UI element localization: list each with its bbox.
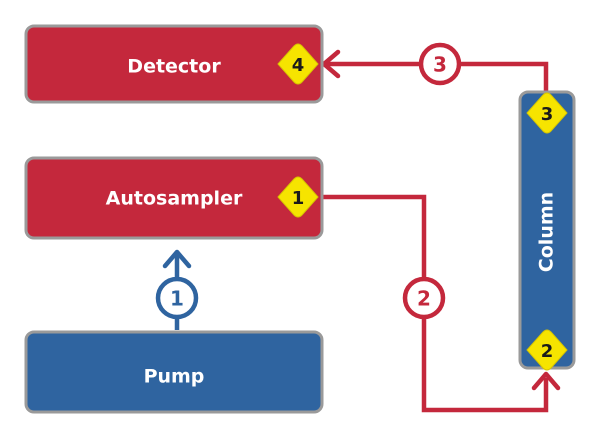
column-label: Column (536, 192, 558, 272)
column-inlet-port: 2 (526, 329, 568, 371)
detector-label: Detector (127, 56, 221, 78)
step-1-marker: 1 (155, 276, 199, 320)
step-2-number: 2 (417, 287, 431, 311)
column-inlet-port-number: 2 (541, 341, 554, 362)
step-2-marker: 2 (402, 276, 446, 320)
detector-box: Detector (24, 24, 324, 104)
step-3-marker: 3 (418, 42, 462, 86)
detector-inlet-port-number: 4 (292, 55, 305, 76)
pump-label: Pump (144, 366, 205, 388)
autosampler-box: Autosampler (24, 156, 324, 240)
autosampler-outlet-port-number: 1 (292, 188, 305, 209)
column-outlet-port: 3 (526, 92, 568, 134)
pump-box: Pump (24, 330, 324, 414)
step-3-number: 3 (433, 53, 447, 77)
flow-autosampler-to-column (322, 194, 561, 413)
column-box: Column (518, 90, 576, 370)
autosampler-label: Autosampler (106, 188, 243, 210)
step-1-number: 1 (170, 287, 184, 311)
column-outlet-port-number: 3 (541, 104, 554, 125)
flow-column-to-detector (321, 49, 549, 92)
autosampler-outlet-port: 1 (277, 176, 319, 218)
detector-inlet-port: 4 (277, 43, 319, 85)
